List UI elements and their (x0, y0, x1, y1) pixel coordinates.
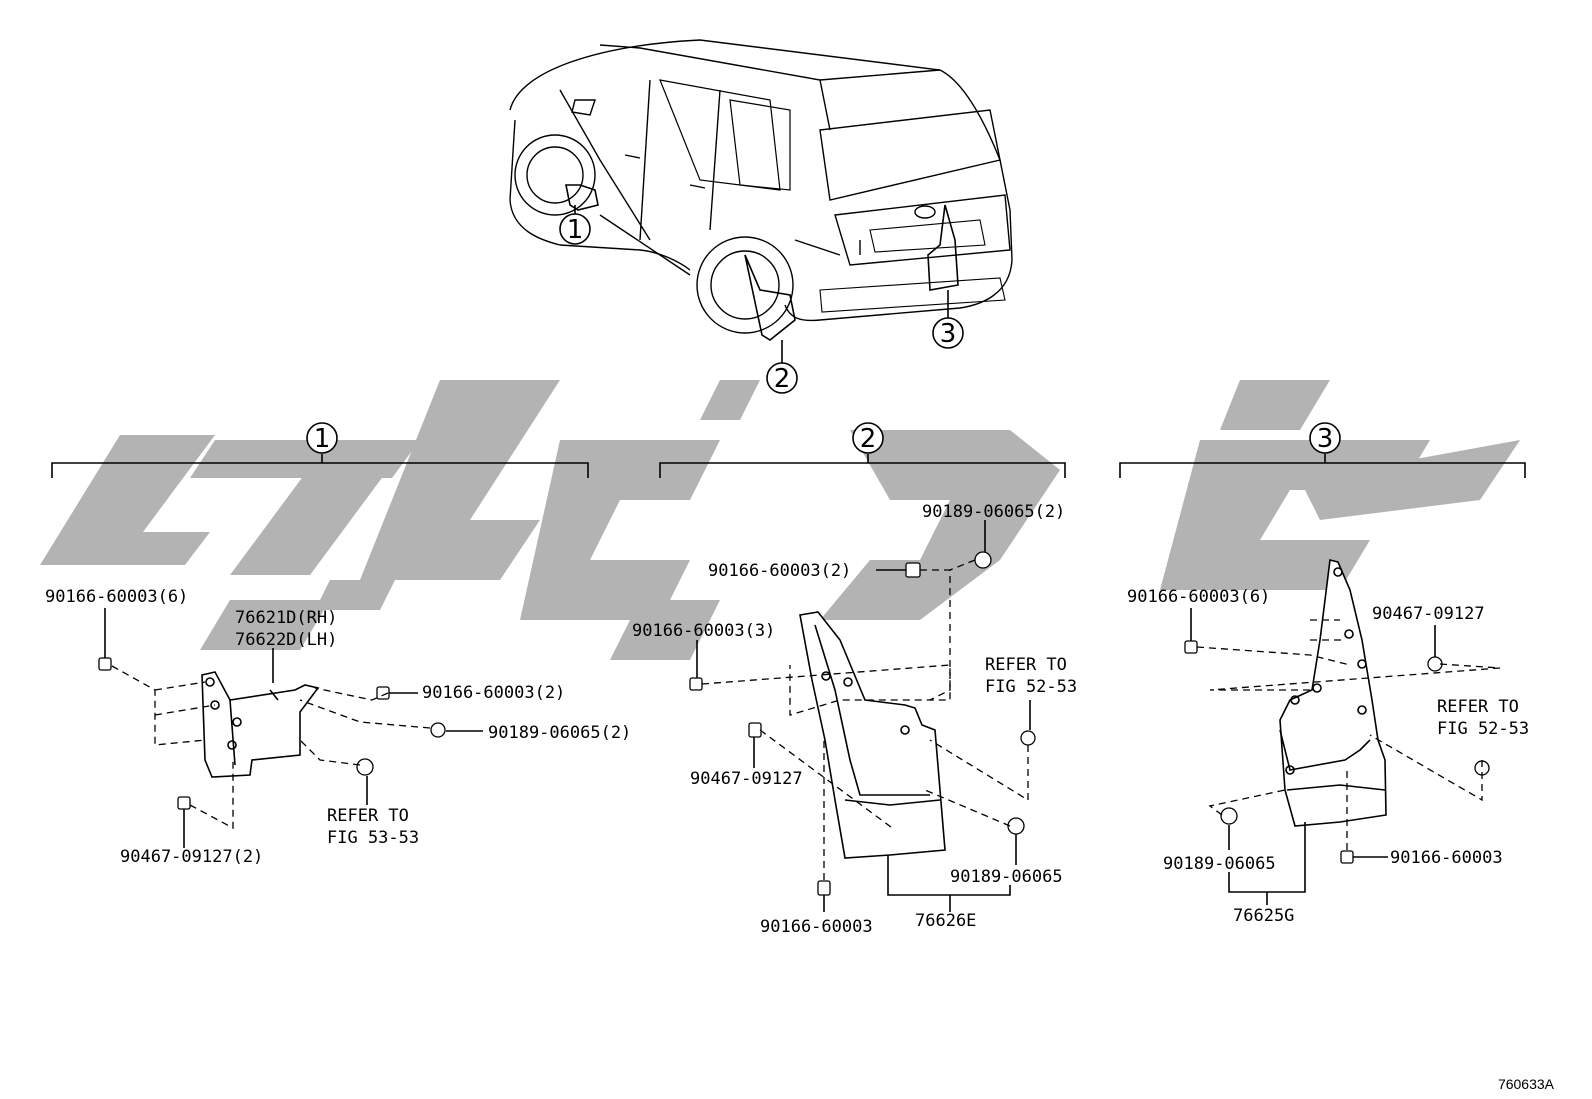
group-header-3: 3 (1119, 422, 1526, 478)
part-label-90467-09127-2: 90467-09127(2) (120, 847, 263, 867)
group-header-2: 2 (659, 422, 1066, 478)
svg-text:1: 1 (567, 215, 584, 245)
refer-to-line-1: REFER TO (327, 806, 409, 826)
part-label-90189-06065-2: 90189-06065(2) (922, 502, 1065, 522)
part-label-90166-60003-2: 90166-60003(2) (708, 561, 851, 581)
vehicle-illustration (509, 39, 1013, 341)
vehicle-callout-3: 3 (932, 290, 964, 349)
part-label-90189-06065: 90189-06065 (950, 867, 1063, 887)
part-label-90166-60003-3: 90166-60003(3) (632, 621, 775, 641)
svg-text:3: 3 (1317, 424, 1334, 454)
part-label-90189-06065-2: 90189-06065(2) (488, 723, 631, 743)
part-label-90467-09127: 90467-09127 (690, 769, 803, 789)
group-2-drawing (689, 520, 1036, 912)
refer-to-line-2: FIG 53-53 (327, 828, 419, 848)
part-label-90467-09127: 90467-09127 (1372, 604, 1485, 624)
vehicle-callout-1: 1 (559, 205, 591, 245)
figure-id: 760633A (1498, 1076, 1555, 1092)
part-label-90189-06065: 90189-06065 (1163, 854, 1276, 874)
group-header-1: 1 (51, 422, 589, 478)
part-label-90166-60003: 90166-60003 (760, 917, 873, 937)
group-1-labels: 90166-60003(6) 76621D(RH) 76622D(LH) 901… (45, 587, 631, 867)
svg-text:2: 2 (860, 424, 877, 454)
part-label-90166-60003: 90166-60003 (1390, 848, 1503, 868)
part-label-90166-60003-2: 90166-60003(2) (422, 683, 565, 703)
refer-to-line-1: REFER TO (1437, 697, 1519, 717)
refer-to-line-2: FIG 52-53 (985, 677, 1077, 697)
svg-text:3: 3 (940, 319, 957, 349)
part-label-76626e: 76626E (915, 911, 976, 931)
watermark-logo (40, 380, 1520, 660)
part-label-76621d-rh: 76621D(RH) (235, 608, 337, 628)
part-label-90166-60003-6: 90166-60003(6) (45, 587, 188, 607)
group-1-drawing (98, 608, 483, 848)
refer-to-line-2: FIG 52-53 (1437, 719, 1529, 739)
part-label-76625g: 76625G (1233, 906, 1294, 926)
refer-to-line-1: REFER TO (985, 655, 1067, 675)
part-label-76622d-lh: 76622D(LH) (235, 630, 337, 650)
group-3-drawing (1184, 559, 1501, 905)
group-2-labels: 90189-06065(2) 90166-60003(2) 90166-6000… (632, 502, 1077, 937)
svg-text:2: 2 (774, 364, 791, 394)
part-label-90166-60003-6: 90166-60003(6) (1127, 587, 1270, 607)
svg-text:1: 1 (314, 424, 331, 454)
group-3-labels: 90166-60003(6) 90467-09127 REFER TO FIG … (1127, 587, 1529, 926)
vehicle-callout-2: 2 (766, 340, 798, 394)
